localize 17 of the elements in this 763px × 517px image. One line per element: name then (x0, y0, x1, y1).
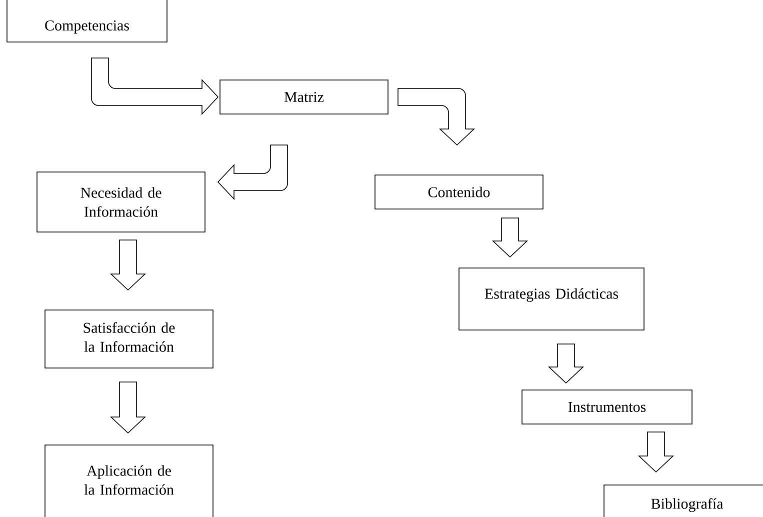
process-box: Satisfacción de la Información (44, 310, 214, 368)
block-arrow (548, 344, 584, 384)
process-box: Contenido (374, 174, 544, 210)
block-arrow (218, 144, 288, 200)
process-box: Matriz (220, 80, 388, 114)
block-arrow (110, 240, 146, 291)
process-box: Instrumentos (522, 390, 692, 424)
block-arrow (492, 218, 528, 258)
block-arrow (398, 88, 474, 146)
process-box: Estrategias Didácticas (458, 268, 644, 330)
block-arrow (638, 432, 674, 473)
process-box: Bibliografía (604, 484, 763, 517)
process-box: Aplicación de la Información (44, 444, 214, 517)
block-arrow (91, 58, 218, 114)
process-box: Competencias (6, 0, 168, 42)
block-arrow (110, 382, 146, 434)
process-box: Necesidad de Información (36, 172, 206, 232)
